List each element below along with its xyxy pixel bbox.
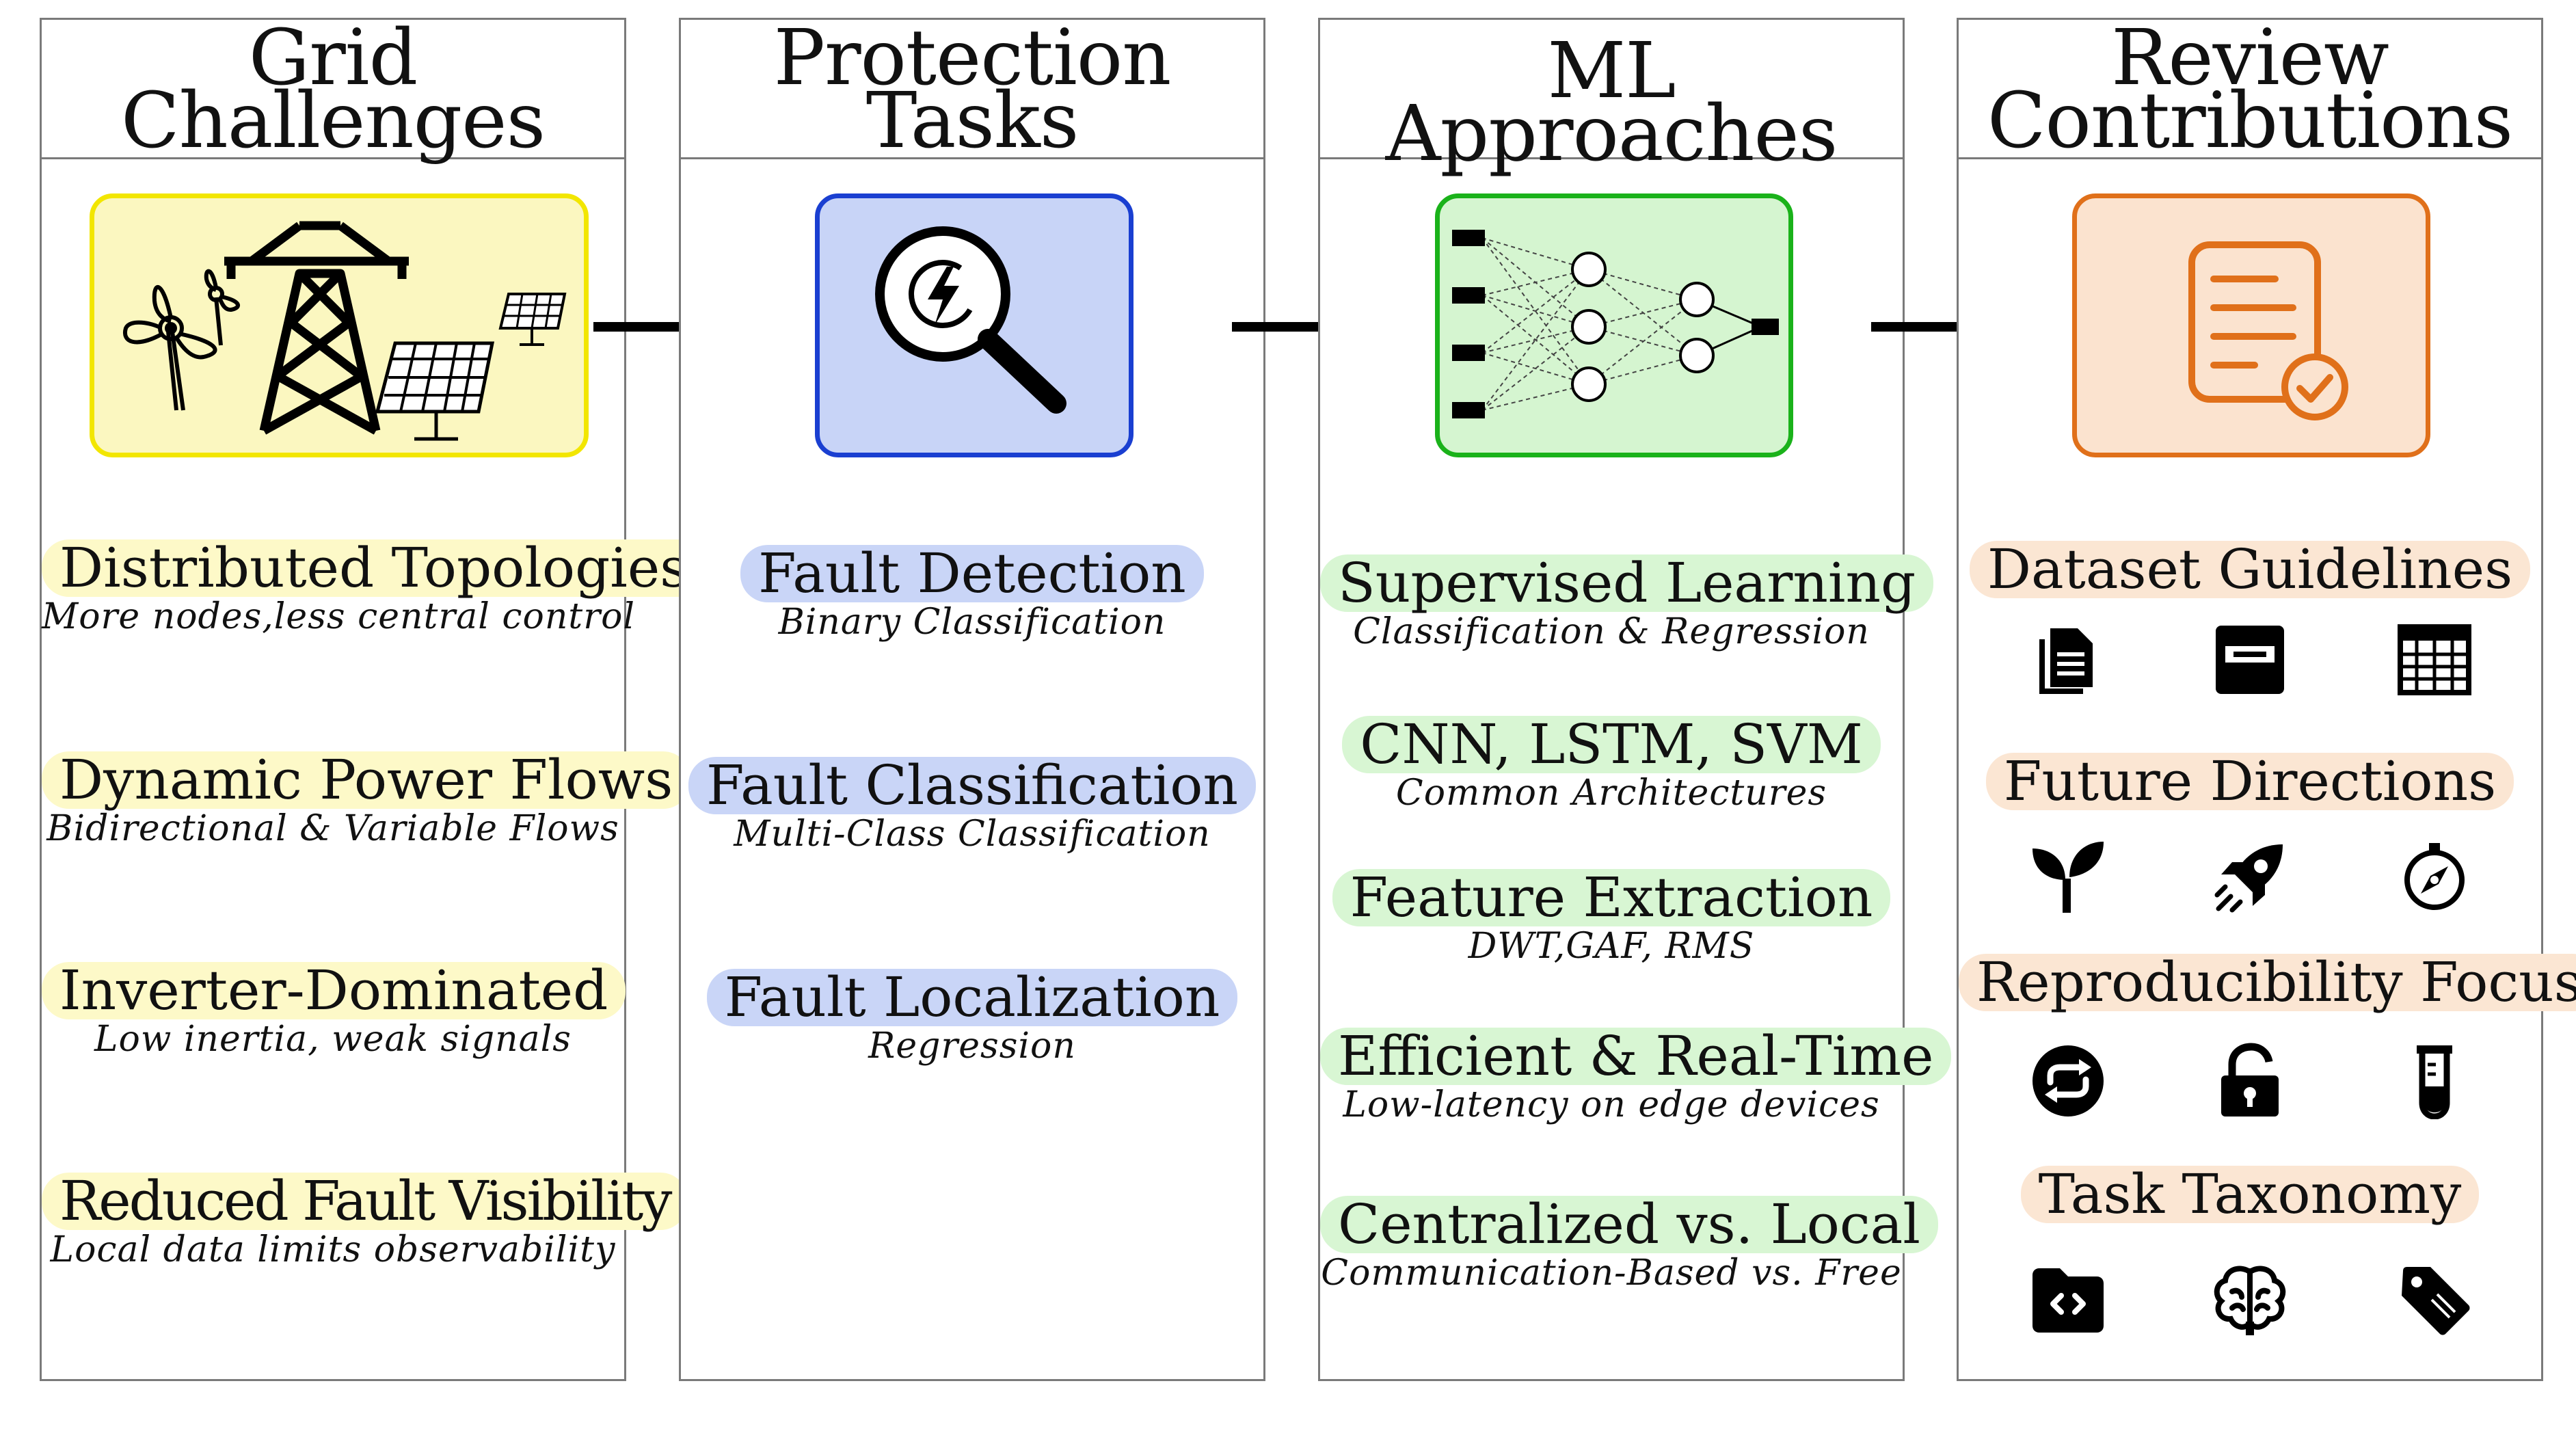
column-title-line1: Review: [2111, 13, 2389, 103]
small-solar-panel-icon: [498, 293, 567, 346]
challenge-label: Distributed Topologies: [42, 539, 706, 597]
approach-label: Feature Extraction: [1332, 869, 1891, 926]
challenge-item: Distributed Topologies More nodes,less c…: [42, 539, 706, 637]
contribution-item: Reproducibility Focus: [1959, 954, 2576, 1011]
task-sub: Multi-Class Classification: [734, 814, 1211, 855]
solar-panel-icon: [375, 341, 495, 441]
repeat-icon: [2030, 1043, 2106, 1119]
contribution-label: Reproducibility Focus: [1959, 954, 2576, 1011]
contribution-icons: [1959, 839, 2541, 921]
grid-challenges-illustration: [90, 193, 589, 457]
approach-item: CNN, LSTM, SVM Common Architectures: [1320, 716, 1903, 813]
contribution-label: Dataset Guidelines: [1969, 541, 2531, 598]
approach-label: Centralized vs. Local: [1320, 1196, 1938, 1253]
approach-sub: Classification & Regression: [1353, 611, 1870, 652]
task-item: Fault Detection Binary Classification: [681, 545, 1263, 642]
task-label: Fault Localization: [706, 969, 1238, 1026]
rocket-icon: [2212, 839, 2288, 915]
task-label: Fault Detection: [740, 545, 1204, 602]
task-sub: Regression: [868, 1026, 1076, 1067]
compass-icon: [2396, 839, 2473, 915]
column-title-line2: Contributions: [1987, 76, 2513, 165]
column-protection-tasks: Protection Tasks Fault Detection Binary …: [679, 18, 1265, 1381]
wind-turbine-icon: [122, 269, 240, 411]
protection-tasks-illustration: [815, 193, 1133, 457]
code-folder-icon: [2030, 1261, 2106, 1338]
column-review-contributions: Review Contributions Dataset Guidelines: [1957, 18, 2576, 1381]
challenge-item: Dynamic Power Flows Bidirectional & Vari…: [42, 751, 691, 849]
column-ml-approaches: ML Approaches: [1318, 18, 1952, 1381]
contribution-item: Dataset Guidelines: [1959, 541, 2541, 598]
approach-item: Centralized vs. Local Communication-Base…: [1320, 1196, 1938, 1294]
column-title: Grid Challenges: [120, 13, 546, 165]
challenge-item: Inverter-Dominated Low inertia, weak sig…: [42, 962, 626, 1060]
challenge-label: Dynamic Power Flows: [42, 751, 691, 809]
contribution-icons: [1959, 621, 2541, 704]
column-title: ML Approaches: [1385, 27, 1838, 178]
challenge-sub: Low inertia, weak signals: [94, 1019, 572, 1060]
contribution-icons: [1959, 1261, 2541, 1343]
transmission-tower-icon: [224, 221, 409, 435]
challenge-sub: More nodes,less central control: [42, 596, 636, 637]
approach-item: Supervised Learning Classification & Reg…: [1320, 554, 1934, 652]
contribution-item: Future Directions: [1959, 753, 2541, 810]
approach-item: Feature Extraction DWT,GAF, RMS: [1320, 869, 1903, 966]
contribution-label: Task Taxonomy: [2020, 1166, 2480, 1223]
documents-icon: [2030, 621, 2106, 698]
approach-sub: Communication-Based vs. Free: [1321, 1253, 1902, 1294]
tag-icon: [2396, 1261, 2473, 1338]
contribution-icons: [1959, 1043, 2541, 1125]
contribution-item: Task Taxonomy: [1959, 1166, 2541, 1223]
magnifier-lightning-icon: [875, 226, 1066, 414]
column-title: Protection Tasks: [773, 13, 1172, 165]
approach-sub: DWT,GAF, RMS: [1468, 926, 1755, 967]
column-grid-challenges: Grid Challenges: [40, 18, 706, 1381]
approach-item: Efficient & Real-Time Low-latency on edg…: [1320, 1028, 1952, 1125]
task-sub: Binary Classification: [778, 602, 1166, 643]
approach-label: Efficient & Real-Time: [1320, 1028, 1952, 1085]
archive-icon: [2212, 621, 2288, 698]
task-item: Fault Localization Regression: [681, 969, 1263, 1066]
challenge-sub: Bidirectional & Variable Flows: [46, 808, 619, 849]
approach-sub: Common Architectures: [1395, 773, 1827, 814]
test-tube-icon: [2396, 1043, 2473, 1119]
unlock-icon: [2212, 1043, 2288, 1119]
checked-document-icon: [2188, 241, 2348, 420]
review-contributions-illustration: [2072, 193, 2430, 457]
sprout-icon: [2030, 839, 2106, 915]
challenge-sub: Local data limits observability: [50, 1229, 616, 1270]
column-header: Review Contributions: [1959, 20, 2541, 159]
challenge-label: Inverter-Dominated: [42, 962, 626, 1019]
column-header: Grid Challenges: [42, 20, 624, 159]
challenge-label: Reduced Fault Visibility: [42, 1173, 688, 1230]
column-header: ML Approaches: [1320, 20, 1903, 172]
table-icon: [2396, 621, 2473, 698]
brain-icon: [2212, 1261, 2288, 1338]
task-item: Fault Classification Multi-Class Classif…: [681, 757, 1263, 854]
ml-approaches-illustration: [1435, 193, 1793, 457]
approach-sub: Low-latency on edge devices: [1343, 1084, 1880, 1125]
approach-label: Supervised Learning: [1320, 554, 1934, 612]
column-header: Protection Tasks: [681, 20, 1263, 159]
challenge-item: Reduced Fault Visibility Local data limi…: [42, 1173, 688, 1270]
contribution-label: Future Directions: [1985, 753, 2514, 810]
task-label: Fault Classification: [688, 757, 1256, 814]
neural-network-icon: [1452, 230, 1779, 418]
approach-label: CNN, LSTM, SVM: [1342, 716, 1881, 773]
